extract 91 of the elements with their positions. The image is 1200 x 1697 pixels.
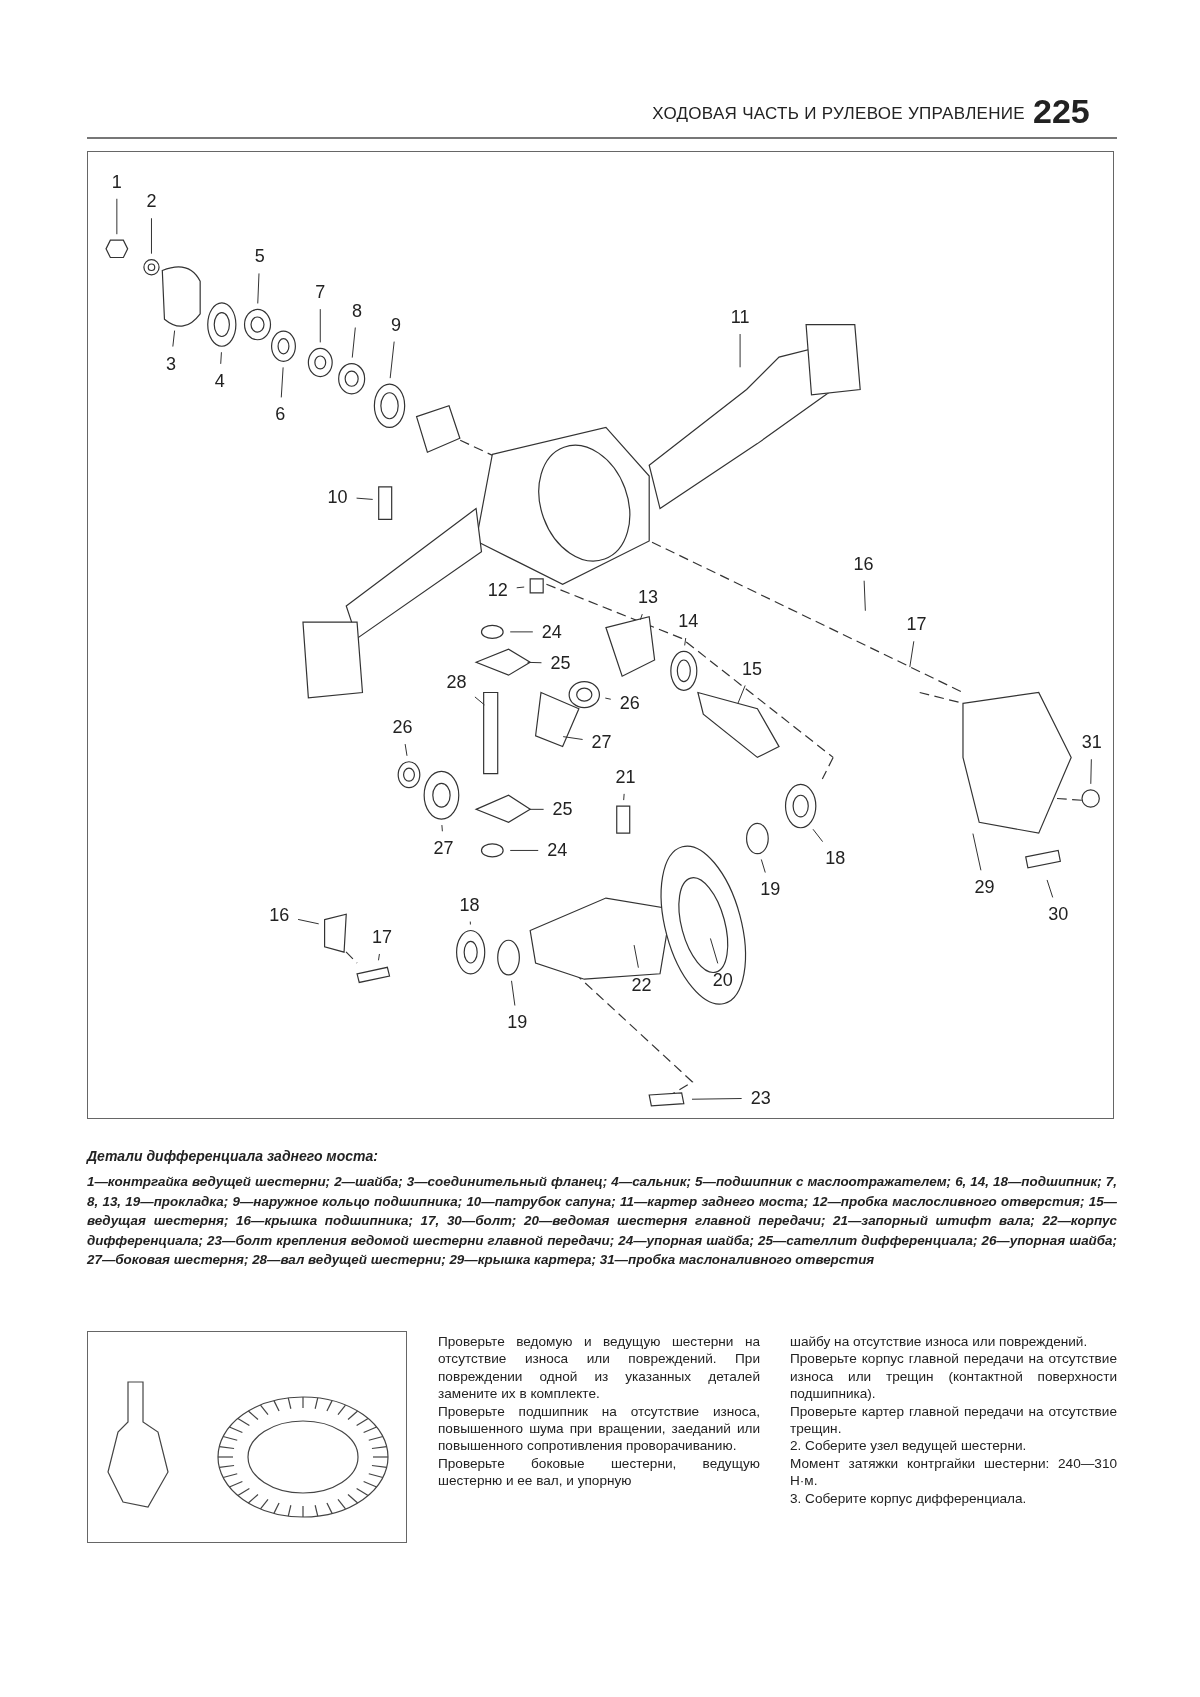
callout-number: 5: [254, 247, 265, 266]
callout-number: 27: [591, 733, 612, 752]
leader-line: [1090, 758, 1092, 785]
callout-number: 10: [327, 487, 348, 506]
leader-line: [633, 944, 639, 969]
callout-number: 26: [619, 694, 640, 713]
callout-number: 29: [974, 878, 995, 897]
callout-number: 22: [631, 975, 652, 994]
callout-number: 26: [392, 718, 413, 737]
leader-line: [441, 824, 443, 832]
callout-number: 15: [741, 659, 762, 678]
callout-number: 27: [433, 839, 454, 858]
parts-legend-text: 1—контргайка ведущей шестерни; 2—шайба; 3—соединительный фланец; 4—сальник; 5—подшипник с маслоотражателем; 6, 14, 18—подшипник; 7, 8, 13, 19—прокладка; 9—наружное кольцо подшипника; 10—патрубок сапуна; 11—картер заднего моста; 12—пробка маслосливного отверстия; 15—ведущая шестерня; 16—крышка подшипника; 17, 30—болт; 20—ведомая шестерня главной передачи; 21—запорный штифт вала; 22—корпус дифференциала; 23—болт крепления ведомой шестерни главной передачи; 24—упорная шайба; 25—сателлит дифференциала; 26—упорная шайба; 27—боковая шестерня; 28—вал ведущей шестерни; 29—крышка картера; 31—пробка маслоналивного отверстия: [87, 1173, 1117, 1270]
body-paragraph: шайбу на отсутствие износа или повреждений.: [790, 1333, 1089, 1351]
caption-heading: Детали дифференциала заднего моста:: [87, 1148, 379, 1164]
leader-line: [684, 637, 687, 646]
callout-number: 19: [507, 1013, 528, 1032]
body-paragraph: Момент затяжки контргайки шестерни: 240—310 Н·м.: [790, 1454, 1117, 1490]
leader-line: [516, 586, 525, 589]
callout-number: 2: [146, 192, 157, 211]
callout-number: 13: [638, 588, 659, 607]
leader-line: [351, 327, 356, 359]
leader-line: [257, 272, 260, 304]
callout-number: 28: [446, 672, 467, 691]
body-paragraph: Проверьте корпус главной передачи на отсутствие износа или трещин (контактной поверхности подшипника).: [790, 1350, 1117, 1403]
callout-number: 18: [825, 849, 846, 867]
leader-line: [404, 743, 408, 757]
leader-line: [469, 921, 471, 926]
callout-number: 25: [552, 800, 573, 819]
leader-line: [389, 341, 395, 379]
leader-line: [151, 217, 152, 255]
leader-line: [509, 631, 534, 633]
leader-line: [474, 696, 485, 706]
leader-line: [280, 366, 284, 398]
leader-line: [863, 580, 866, 612]
callout-number: 18: [459, 895, 480, 914]
body-paragraph: Проверьте подшипник на отсутствие износа, повышенного шума при вращении, заеданий или повышенного сопротивления проворачиванию.: [438, 1402, 760, 1455]
leader-line: [509, 849, 539, 851]
leader-line: [909, 640, 915, 668]
body-paragraph: Проверьте ведомую и ведущую шестерни на отсутствие износа или повреждений. При повреждении одной из указанных деталей замените их в комплекте.: [438, 1333, 760, 1403]
callout-number: 12: [487, 580, 508, 599]
leader-line: [378, 953, 380, 961]
callout-number: 20: [712, 971, 733, 990]
leader-line: [297, 918, 320, 925]
leader-line: [737, 684, 746, 704]
callout-number: 24: [547, 841, 568, 860]
leader-line: [639, 613, 643, 621]
callout-number: 4: [214, 371, 225, 390]
callout-number: 9: [391, 315, 401, 334]
body-paragraph: 3. Соберите корпус дифференциала.: [790, 1489, 1028, 1508]
callout-number: 19: [760, 880, 781, 899]
leader-line: [511, 980, 516, 1006]
leader-line: [172, 330, 176, 348]
callout-number: 1: [111, 172, 122, 191]
page-number: 225: [1033, 92, 1090, 131]
leader-line: [972, 833, 982, 871]
leader-line: [1046, 879, 1054, 898]
callout-number: 11: [730, 308, 750, 326]
callout-number: 3: [165, 354, 176, 373]
leader-line: [319, 308, 321, 343]
callout-number: 23: [750, 1089, 771, 1108]
leader-line: [623, 793, 625, 801]
leader-line: [529, 808, 545, 810]
callout-number: 14: [678, 612, 699, 631]
leader-line: [527, 661, 542, 664]
callout-number: 16: [853, 554, 874, 573]
leader-line: [739, 333, 741, 368]
leader-line: [812, 828, 824, 843]
callout-number: 21: [615, 767, 636, 786]
callout-number: 6: [275, 405, 286, 424]
leader-line: [562, 736, 584, 740]
callout-number: 7: [315, 283, 326, 302]
leader-line: [709, 937, 719, 964]
callout-number: 8: [352, 301, 363, 320]
leader-line: [604, 697, 612, 700]
callout-number: 25: [550, 654, 571, 673]
callout-number: 16: [269, 906, 290, 925]
leader-line: [691, 1098, 743, 1100]
callout-number: 30: [1048, 905, 1069, 924]
running-header: ХОДОВАЯ ЧАСТЬ И РУЛЕВОЕ УПРАВЛЕНИЕ: [651, 104, 1025, 124]
leader-line: [116, 198, 118, 235]
body-paragraph: Проверьте картер главной передачи на отсутствие трещин.: [790, 1402, 1117, 1438]
callout-number: 24: [541, 622, 562, 641]
callout-number: 17: [371, 928, 392, 946]
body-paragraph: Проверьте боковые шестерни, ведущую шестерню и ее вал, и упорную: [438, 1454, 760, 1490]
callout-number: 31: [1081, 733, 1102, 752]
callout-number: 17: [906, 615, 927, 634]
leader-line: [220, 351, 222, 365]
body-paragraph: 2. Соберите узел ведущей шестерни.: [790, 1437, 1028, 1455]
leader-line: [356, 497, 374, 500]
leader-line: [760, 858, 766, 874]
